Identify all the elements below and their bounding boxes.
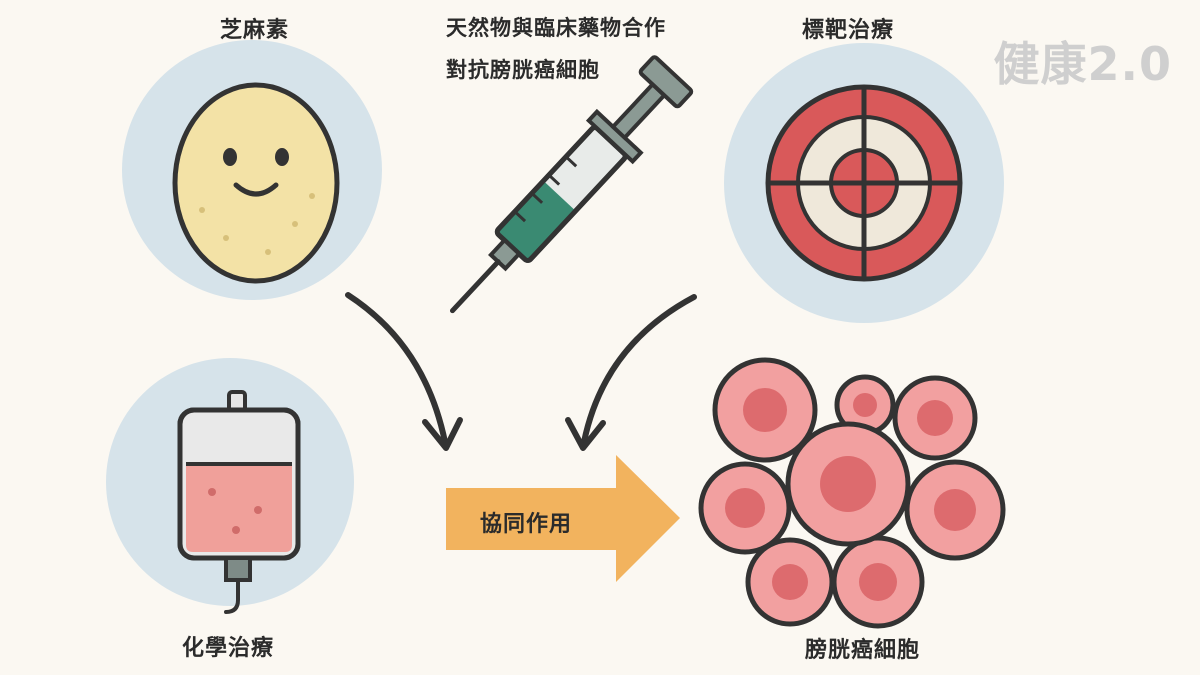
sesamin-egg-icon: [172, 82, 340, 284]
label-sesamin: 芝麻素: [220, 18, 290, 43]
label-synergy: 協同作用: [480, 512, 573, 537]
chemotherapy-group: [106, 358, 354, 614]
egg-left-eye: [223, 148, 237, 166]
iv-dot: [254, 506, 262, 514]
iv-dot: [208, 488, 216, 496]
egg-speckle: [199, 207, 205, 213]
label-chemotherapy: 化學治療: [182, 636, 275, 661]
iv-liquid: [186, 464, 292, 552]
egg-right-eye: [275, 148, 289, 166]
iv-dot: [232, 526, 240, 534]
targeted-therapy-group: [724, 43, 1004, 323]
label-targeted-therapy: 標靶治療: [802, 18, 895, 43]
headline-line1: 天然物與臨床藥物合作: [446, 16, 666, 40]
egg-speckle: [309, 193, 315, 199]
sesamin-group: [122, 40, 382, 300]
synergy-arrow: [446, 455, 680, 582]
cancer-cells-cluster: [698, 357, 1006, 629]
arrow-from-targeted: [565, 294, 697, 451]
iv-tube: [224, 578, 240, 614]
egg-smile: [233, 182, 279, 197]
brand-logo: 健康2.0: [993, 37, 1172, 91]
egg-speckle: [292, 221, 298, 227]
iv-port: [224, 556, 252, 582]
syringe-icon: [449, 55, 694, 314]
headline-line2: 對抗膀胱癌細胞: [446, 58, 600, 82]
arrow-from-sesamin: [345, 292, 463, 451]
egg-speckle: [223, 235, 229, 241]
label-bladder-cancer-cells: 膀胱癌細胞: [805, 638, 921, 663]
egg-speckle: [265, 249, 271, 255]
